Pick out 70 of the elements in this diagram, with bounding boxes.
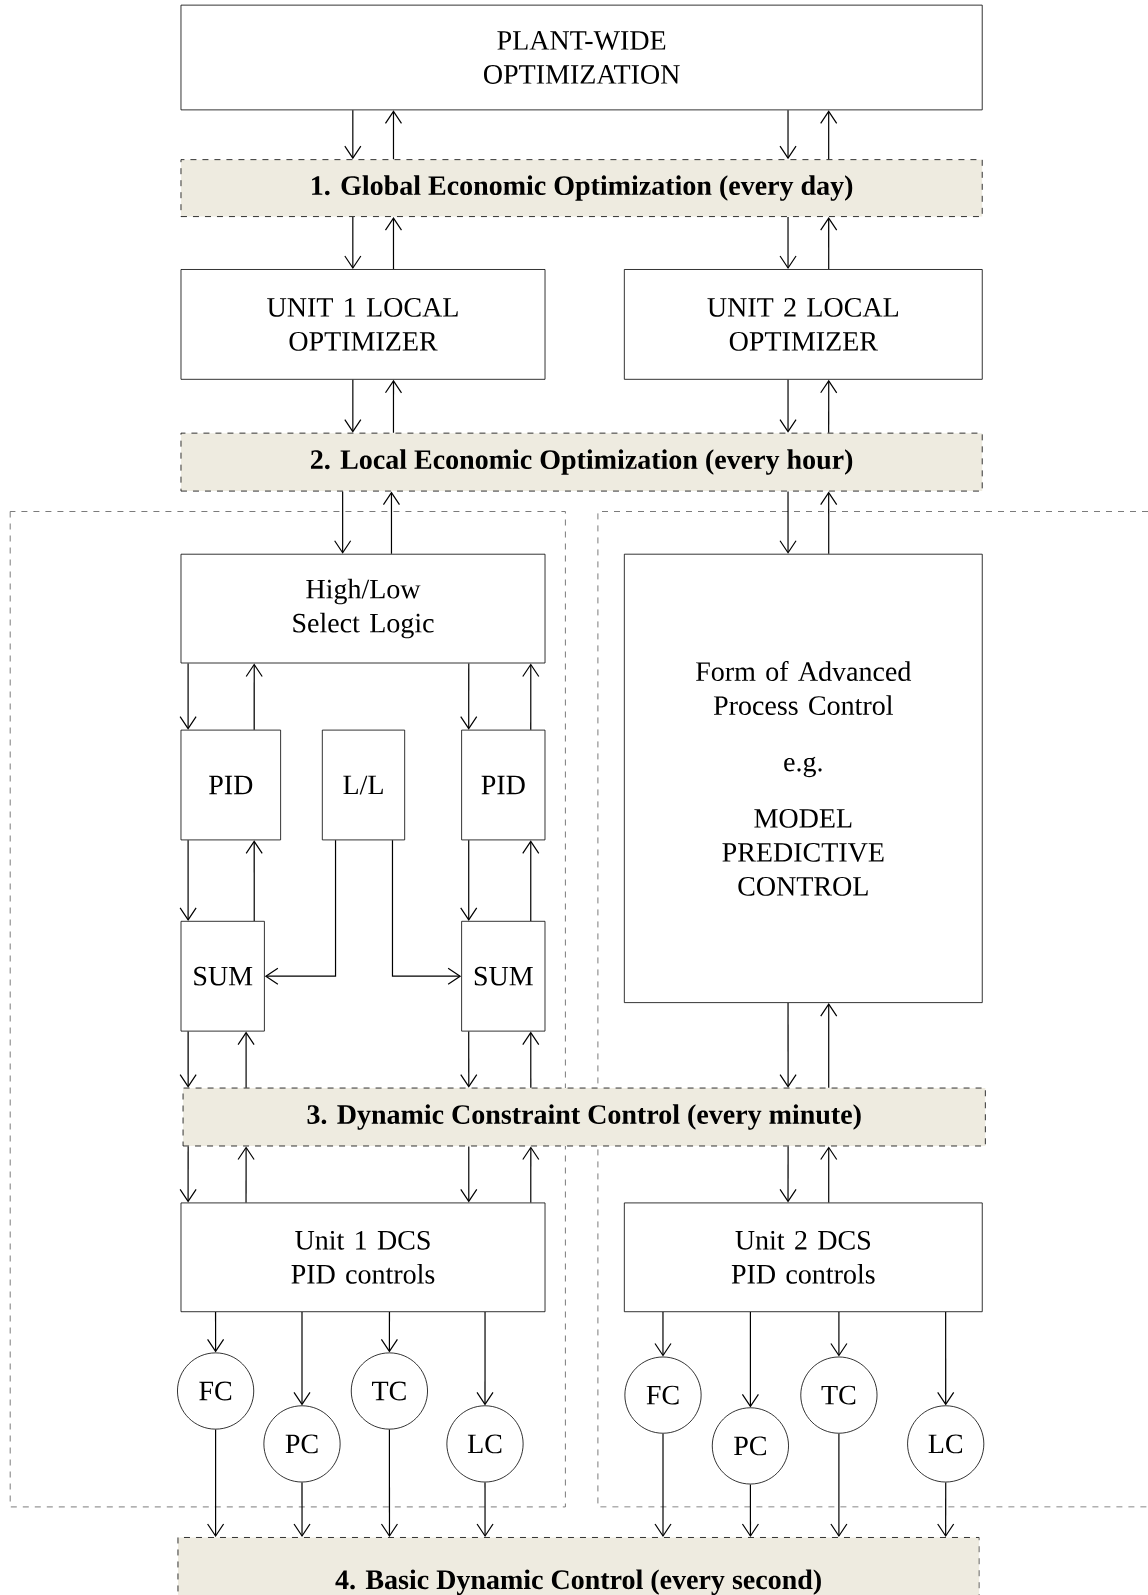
process-box: High/Low Select Logic (180, 553, 546, 664)
arrow (207, 1428, 225, 1538)
arrow (179, 839, 197, 921)
arrow (937, 1481, 955, 1538)
arrow (237, 1031, 255, 1089)
arrow (476, 1311, 494, 1406)
arrow (779, 109, 797, 160)
arrow (654, 1311, 672, 1357)
arrow (460, 839, 478, 921)
arrow (460, 1145, 478, 1203)
level-band: 1. Global Economic Optimization (every day) (180, 159, 983, 217)
arrow (476, 1481, 494, 1538)
arrow (179, 1145, 197, 1203)
arrow (245, 840, 263, 922)
arrow (460, 662, 478, 730)
arrow (293, 1311, 311, 1406)
arrow (820, 1003, 838, 1089)
arrow (380, 1311, 398, 1353)
process-box: PLANT-WIDE OPTIMIZATION (180, 4, 983, 111)
arrow (741, 1483, 760, 1538)
arrow (264, 839, 337, 985)
arrow (384, 110, 403, 160)
arrow (522, 1146, 540, 1204)
arrow (460, 1030, 478, 1088)
arrow (207, 1311, 225, 1353)
arrow (384, 379, 403, 434)
arrow (522, 1031, 540, 1089)
arrow (741, 1311, 759, 1408)
arrow (179, 1030, 197, 1088)
arrow (237, 1146, 255, 1204)
arrow (245, 663, 263, 731)
arrow (384, 216, 403, 270)
process-box: L/L (321, 729, 406, 841)
arrow (293, 1481, 311, 1538)
arrow (522, 663, 540, 731)
arrow (382, 491, 401, 555)
process-box: UNIT 2 LOCAL OPTIMIZER (623, 269, 983, 380)
arrow (380, 1428, 399, 1538)
process-box: SUM (461, 920, 546, 1032)
level-band: 3. Dynamic Constraint Control (every minute) (182, 1087, 986, 1147)
arrow (779, 1002, 797, 1088)
arrow (522, 840, 540, 922)
arrow (391, 839, 462, 985)
arrow (179, 662, 197, 730)
arrow (779, 1145, 797, 1203)
arrow (779, 490, 797, 554)
arrow (820, 491, 838, 555)
arrow (344, 379, 362, 433)
process-box: Unit 2 DCS PID controls (623, 1202, 983, 1313)
process-box: PID (461, 729, 546, 841)
arrow (937, 1311, 955, 1406)
process-box: Form of Advanced Process Control e.g. MODEL PREDICTIVE CONTROL (623, 553, 983, 1003)
process-box: Unit 1 DCS PID controls (180, 1202, 546, 1313)
level-band: 4. Basic Dynamic Control (every second) (177, 1537, 980, 1595)
process-box: SUM (180, 920, 265, 1032)
arrow (344, 109, 362, 160)
arrow (820, 1146, 838, 1204)
arrow (820, 110, 838, 160)
arrow (334, 490, 352, 554)
arrow (820, 216, 838, 270)
arrow (779, 379, 797, 433)
arrow (344, 216, 362, 270)
arrow (830, 1433, 848, 1538)
level-band: 2. Local Economic Optimization (every hour) (180, 432, 983, 492)
arrow (654, 1433, 672, 1538)
arrow (830, 1311, 848, 1357)
process-box: PID (180, 729, 281, 841)
arrow (779, 216, 797, 270)
process-box: UNIT 1 LOCAL OPTIMIZER (180, 269, 546, 380)
arrow (820, 379, 838, 434)
